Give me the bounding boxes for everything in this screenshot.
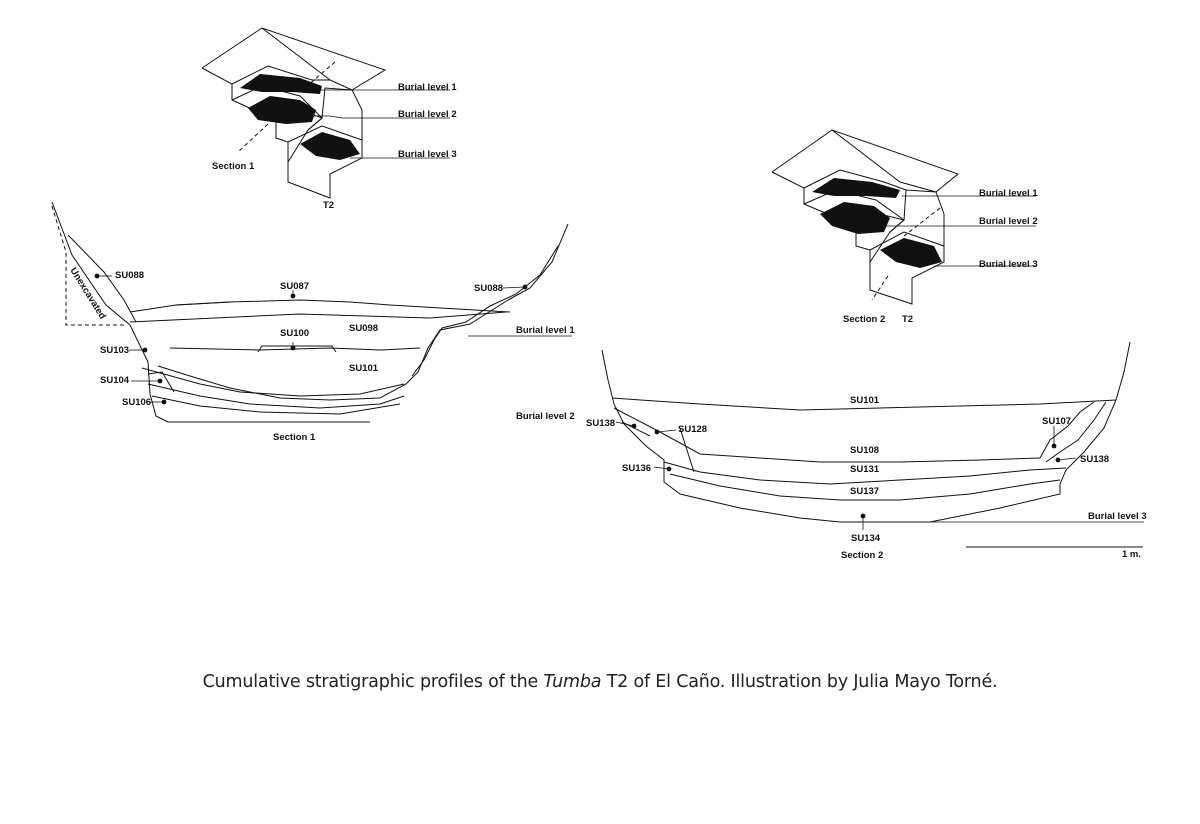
su138-label-right: SU138 xyxy=(1080,454,1109,465)
profile-burial-level-3-label: Burial level 3 xyxy=(1088,511,1147,522)
su088-label-left: SU088 xyxy=(115,270,144,281)
profile-section-1 xyxy=(51,201,572,423)
su128-label: SU128 xyxy=(678,424,707,435)
scale-bar-label: 1 m. xyxy=(1122,549,1141,560)
su137-label: SU137 xyxy=(850,486,879,497)
profile-burial-level-1-label: Burial level 1 xyxy=(516,325,575,336)
su103-label: SU103 xyxy=(100,345,129,356)
tomb-label-s2: T2 xyxy=(902,314,913,325)
su136-label: SU136 xyxy=(622,463,651,474)
su100-label: SU100 xyxy=(280,328,309,339)
su088-label-right: SU088 xyxy=(474,283,503,294)
su106-label: SU106 xyxy=(122,397,151,408)
su107-label: SU107 xyxy=(1042,416,1071,427)
su101-label-s1: SU101 xyxy=(349,363,379,374)
burial-level-3-label-s1: Burial level 3 xyxy=(398,149,457,160)
tomb-sketch-section-1 xyxy=(201,27,450,199)
su098-label: SU098 xyxy=(349,323,378,334)
tomb-sketch-section-2 xyxy=(771,129,1036,305)
tomb-label-s1: T2 xyxy=(323,200,334,211)
burial-level-2-label-s1: Burial level 2 xyxy=(398,109,457,120)
stratigraphic-profiles-figure: Burial level 1 Burial level 2 Burial lev… xyxy=(51,27,1147,561)
profile-burial-level-2-label: Burial level 2 xyxy=(516,411,575,422)
profile-section-2 xyxy=(601,341,1144,523)
su138-label-left: SU138 xyxy=(586,418,615,429)
su101-label-s2: SU101 xyxy=(850,395,880,406)
section-2-title: Section 2 xyxy=(841,550,883,561)
section-1-sketch-label: Section 1 xyxy=(212,161,255,172)
su104-label: SU104 xyxy=(100,375,130,386)
burial-level-1-label-s1: Burial level 1 xyxy=(398,82,457,93)
figure-caption: Cumulative stratigraphic profiles of the… xyxy=(0,672,1200,692)
caption-text-end: T2 of El Caño. Illustration by Julia May… xyxy=(601,672,998,692)
section-1-title: Section 1 xyxy=(273,432,316,443)
section-2-sketch-label: Section 2 xyxy=(843,314,885,325)
burial-level-2-label-s2: Burial level 2 xyxy=(979,216,1038,227)
su108-label: SU108 xyxy=(850,445,879,456)
burial-level-1-label-s2: Burial level 1 xyxy=(979,188,1038,199)
su087-label: SU087 xyxy=(280,281,309,292)
unexcavated-label: Unexcavated xyxy=(67,266,107,322)
caption-italic-word: Tumba xyxy=(543,672,602,692)
burial-level-3-label-s2: Burial level 3 xyxy=(979,259,1038,270)
caption-text-start: Cumulative stratigraphic profiles of the xyxy=(202,672,544,692)
su131-label: SU131 xyxy=(850,464,880,475)
su134-label: SU134 xyxy=(851,533,881,544)
